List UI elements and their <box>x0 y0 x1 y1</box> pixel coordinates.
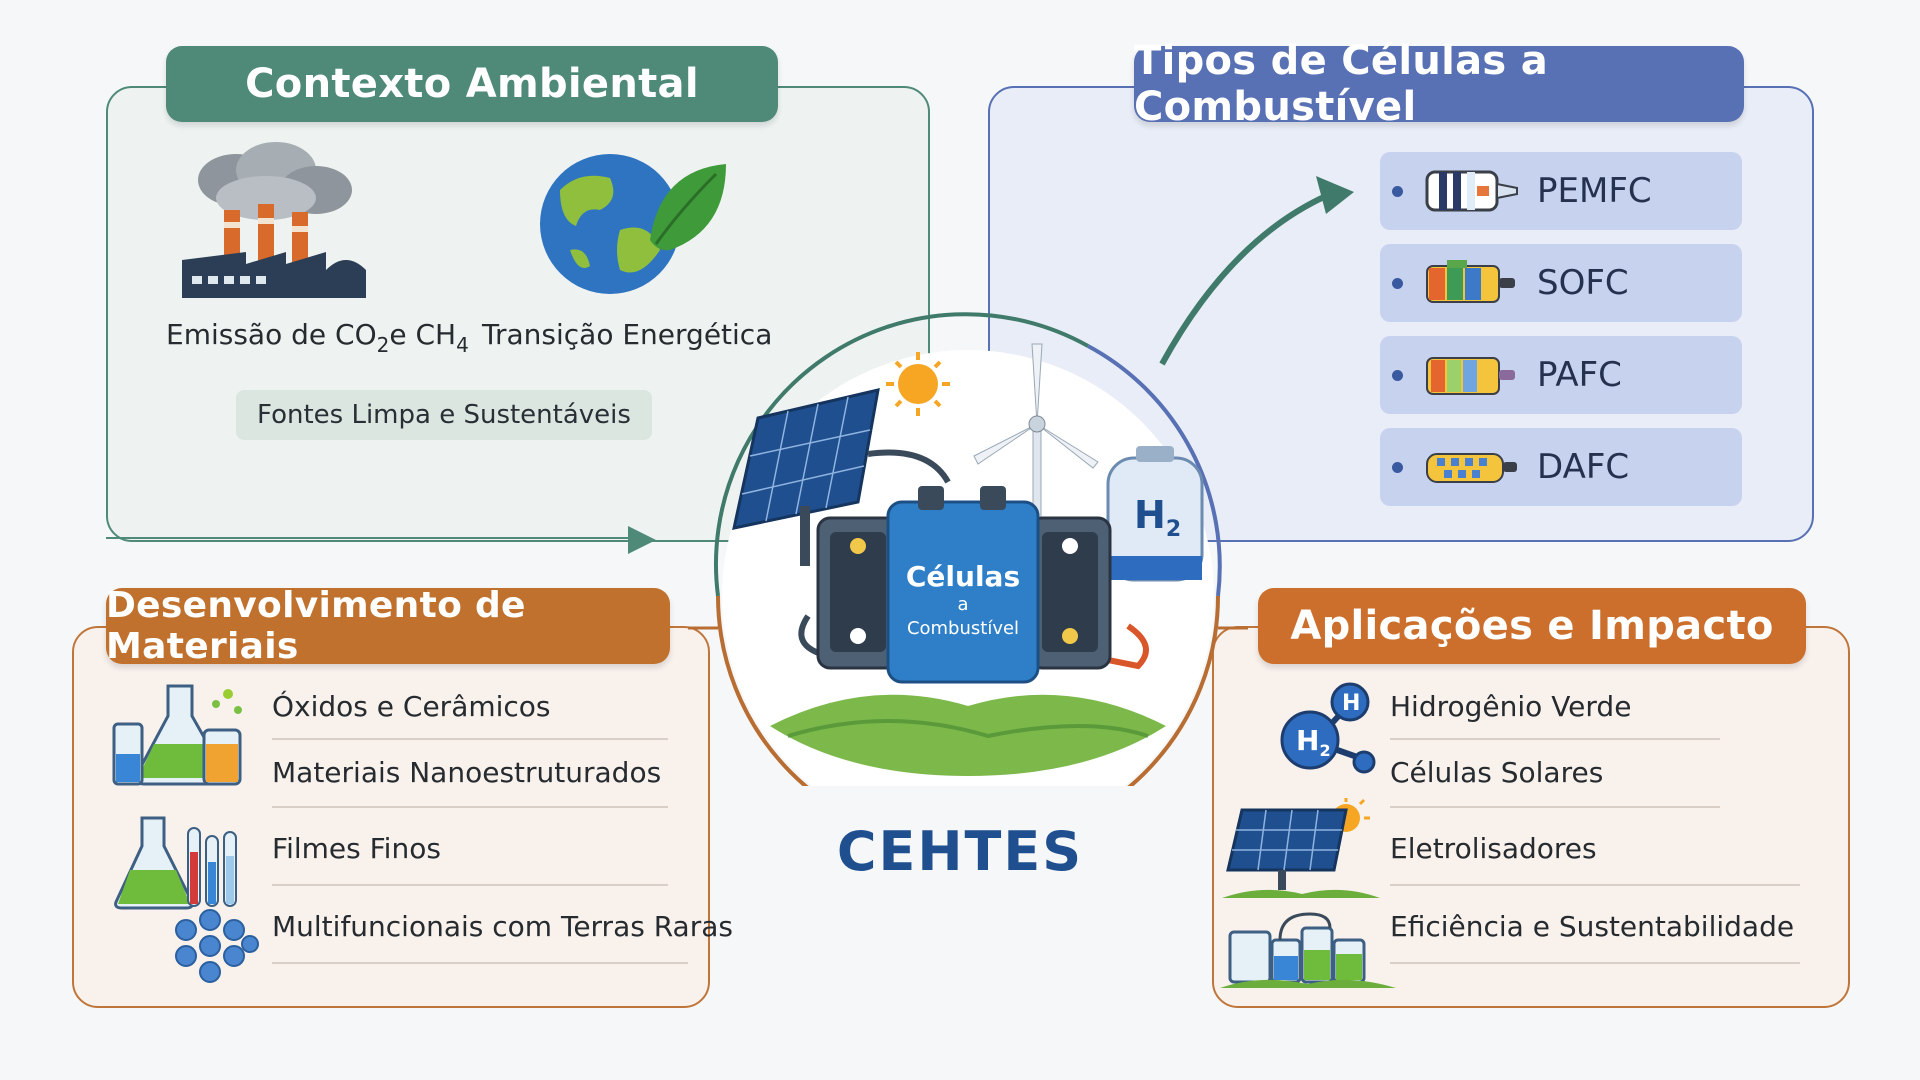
sun-icon <box>886 352 950 416</box>
chip-fontes-limpas: Fontes Limpa e Sustentáveis <box>236 390 652 440</box>
list-item-pemfc: PEMFC <box>1380 152 1742 230</box>
list-item-pafc: PAFC <box>1380 336 1742 414</box>
divider <box>272 884 668 886</box>
solar-panel-icon <box>732 388 880 566</box>
lab-equipment-icon <box>1220 912 1396 988</box>
tank-sub: 2 <box>1166 517 1181 542</box>
fc-label-pafc: PAFC <box>1537 355 1622 395</box>
emissao-mid: e CH <box>389 318 457 351</box>
factory-smoke-icon <box>182 142 366 298</box>
label-transicao: Transição Energética <box>482 318 773 351</box>
fuel-cell-icon <box>1425 170 1518 212</box>
fc-label-dafc: DAFC <box>1537 447 1630 487</box>
hydrogen-tank-icon: H2 <box>1106 446 1204 582</box>
fuel-cell-icon <box>1426 357 1515 395</box>
hub-cell-line2: a <box>957 594 968 615</box>
title-tipos-celulas: Tipos de Células a Combustível <box>1134 38 1744 130</box>
fc-label-pemfc: PEMFC <box>1537 171 1652 211</box>
mat-label-filmes: Filmes Finos <box>272 832 441 865</box>
list-item-dafc: DAFC <box>1380 428 1742 506</box>
emissao-sub2: 4 <box>456 333 469 357</box>
h2-big-sub: 2 <box>1319 741 1330 760</box>
bullet-icon <box>1392 277 1403 289</box>
fuel-cell-icon <box>1426 453 1517 483</box>
h2-molecule-icon: H2 H <box>1280 682 1376 774</box>
divider <box>272 962 688 964</box>
central-hub: H2 Células a Combustível <box>688 306 1248 848</box>
molecule-icon <box>175 909 259 983</box>
title-aplicacoes: Aplicações e Impacto <box>1258 588 1806 664</box>
bullet-icon <box>1392 369 1403 381</box>
bullet-icon <box>1392 461 1403 473</box>
divider <box>272 738 668 740</box>
apl-label-eletrolisadores: Eletrolisadores <box>1390 832 1597 865</box>
h2-small: H <box>1342 691 1360 716</box>
svg-text:H2: H2 <box>1134 493 1181 542</box>
test-tubes-icon <box>114 816 237 910</box>
title-materiais: Desenvolvimento de Materiais <box>106 585 670 667</box>
earth-leaf-icon <box>540 154 726 294</box>
title-contexto-ambiental: Contexto Ambiental <box>166 46 778 122</box>
label-emissao: Emissão de CO2e CH4 <box>166 318 469 357</box>
mat-label-nano: Materiais Nanoestruturados <box>272 756 662 789</box>
brand-cehtes: CEHTES <box>836 820 1084 883</box>
tank-h: H <box>1134 493 1166 537</box>
mat-label-oxidos: Óxidos e Cerâmicos <box>272 690 551 723</box>
divider <box>1390 738 1720 740</box>
divider <box>1390 962 1800 964</box>
h2-big: H <box>1296 724 1319 757</box>
list-item-sofc: SOFC <box>1380 244 1742 322</box>
flask-icon <box>112 684 242 786</box>
apl-label-solares: Células Solares <box>1390 756 1604 789</box>
divider <box>1390 806 1720 808</box>
apl-label-hidrogenio: Hidrogênio Verde <box>1390 690 1632 723</box>
svg-text:H2: H2 <box>1296 724 1331 760</box>
bullet-icon <box>1392 185 1403 197</box>
hub-cell-line1: Células <box>906 560 1020 593</box>
emissao-text: Emissão de CO <box>166 318 377 351</box>
emissao-sub1: 2 <box>376 333 390 357</box>
fc-label-sofc: SOFC <box>1537 263 1629 303</box>
apl-label-eficiencia: Eficiência e Sustentabilidade <box>1390 910 1795 943</box>
fuel-cell-icon: Células a Combustível <box>816 486 1112 684</box>
fuel-cell-icon <box>1426 260 1515 303</box>
hub-cell-line3: Combustível <box>907 618 1019 639</box>
solar-panel-icon <box>1222 798 1380 898</box>
mat-label-terras-raras: Multifuncionais com Terras Raras <box>272 910 733 943</box>
divider <box>1390 884 1800 886</box>
divider <box>272 806 668 808</box>
